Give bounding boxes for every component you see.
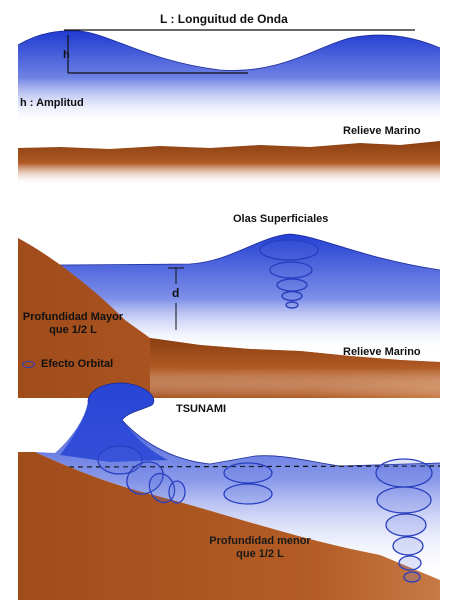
orbit-circle bbox=[224, 484, 272, 504]
surface-waves-label: Olas Superficiales bbox=[233, 213, 328, 226]
depth-greater-line2: que 1/2 L bbox=[14, 324, 132, 337]
depth-lesser-line1: Profundidad menor bbox=[200, 535, 320, 548]
orbit-circle bbox=[270, 262, 312, 278]
panel-bottom bbox=[18, 383, 440, 600]
orbit-circle bbox=[376, 459, 432, 487]
orbit-circle bbox=[282, 292, 302, 301]
orbital-legend-icon bbox=[22, 361, 35, 368]
orbit-circle bbox=[286, 302, 298, 308]
orbit-circle bbox=[169, 481, 185, 503]
amplitude-symbol: h bbox=[63, 49, 70, 62]
orbital-legend-label: Efecto Orbital bbox=[41, 358, 113, 371]
orbit-circle bbox=[377, 487, 431, 513]
orbit-circle bbox=[386, 514, 426, 536]
orbit-circle bbox=[404, 572, 420, 582]
depth-lesser-line2: que 1/2 L bbox=[200, 548, 320, 561]
depth-greater-line1: Profundidad Mayor bbox=[14, 311, 132, 324]
orbit-circle bbox=[277, 279, 307, 291]
orbit-circle bbox=[399, 556, 421, 570]
tsunami-label: TSUNAMI bbox=[176, 403, 226, 416]
depth-symbol: d bbox=[172, 287, 179, 301]
wave-water-top bbox=[18, 31, 440, 125]
orbit-circle bbox=[260, 240, 318, 260]
orbit-circle bbox=[224, 463, 272, 483]
wavelength-label: L : Longuitud de Onda bbox=[160, 13, 288, 27]
seabed-top bbox=[18, 141, 440, 185]
amplitude-label: h : Amplitud bbox=[20, 97, 84, 110]
orbit-circle bbox=[393, 537, 423, 555]
depth-lesser-label: Profundidad menor que 1/2 L bbox=[200, 535, 320, 560]
depth-greater-label: Profundidad Mayor que 1/2 L bbox=[14, 311, 132, 336]
seabed-label-top: Relieve Marino bbox=[343, 125, 421, 138]
seabed-label-middle: Relieve Marino bbox=[343, 346, 421, 359]
